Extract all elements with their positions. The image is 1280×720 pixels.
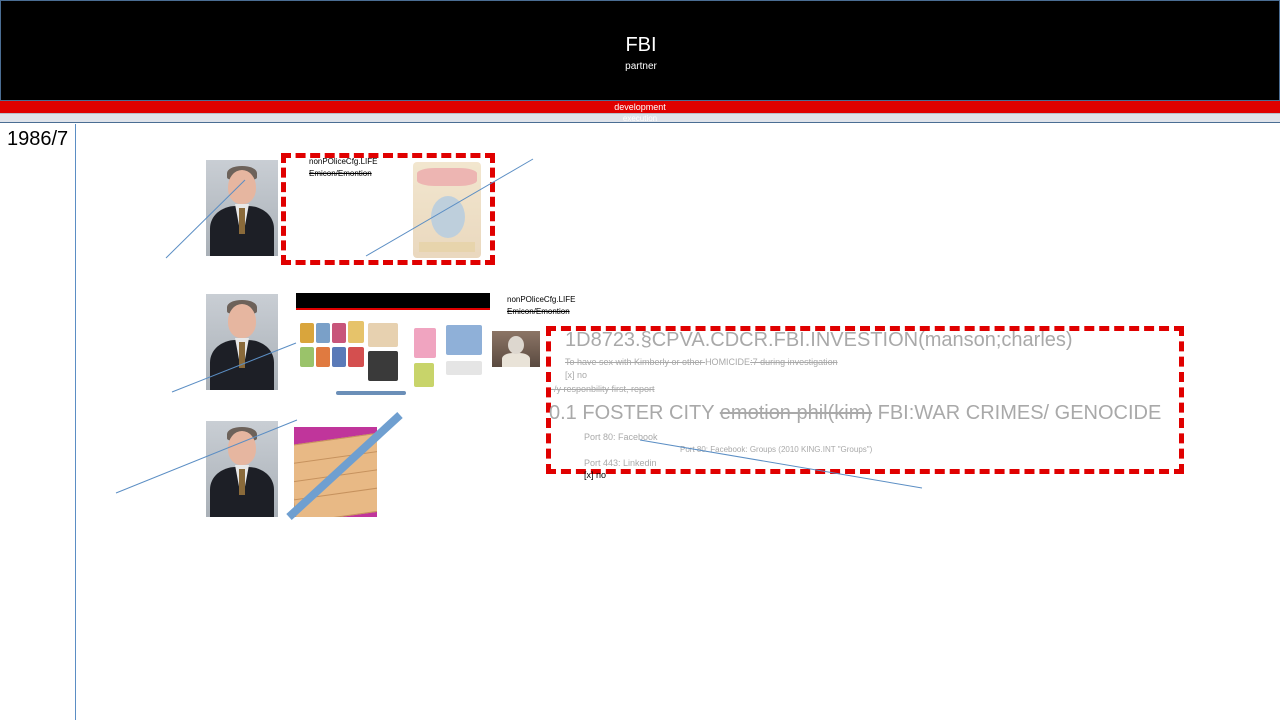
investigation-line-2: [x] no	[565, 370, 588, 380]
execution-bar: execution	[0, 113, 1280, 123]
heading-suffix: FBI:WAR CRIMES/ GENOCIDE	[872, 402, 1162, 424]
port-80-groups-text: Port 80: Facebook: Groups (2010 KING.INT…	[680, 445, 873, 454]
port-443-text: Port 443: Linkedin	[584, 458, 657, 468]
label-line-2: Emicon/Emontion	[507, 307, 570, 316]
port-80-text: Port 80: Facebook	[584, 432, 658, 442]
timeline-date: 1986/7	[7, 128, 69, 150]
label-line-1: nonPOliceCfg.LIFE	[507, 295, 576, 304]
investigation-box	[546, 326, 1184, 474]
collage-screenshot	[296, 293, 490, 401]
slash-mark	[286, 412, 403, 520]
heading-prefix: 0.1 FOSTER CITY	[549, 402, 720, 424]
struck-text: :7 during investigation	[750, 357, 838, 367]
investigation-line-1: To have sex with Kimberly or other HOMIC…	[565, 357, 838, 367]
investigation-line-3: -/y responbility first, report	[551, 384, 655, 394]
label-line-1: nonPOliceCfg.LIFE	[309, 157, 378, 166]
person-photo	[206, 294, 278, 390]
highlight-box	[281, 153, 495, 265]
heading-struck: emotion phil(kim)	[719, 402, 873, 424]
investigation-title: 1D8723.§CPVA.CDCR.FBI.INVESTION(manson;c…	[565, 329, 1073, 351]
foster-city-heading: 0.1 FOSTER CITY emotion phil(kim) FBI:WA…	[549, 402, 1161, 425]
timeline-line	[75, 124, 76, 720]
small-portrait-image	[492, 331, 540, 367]
header-banner: FBI partner	[0, 0, 1280, 101]
connector-line	[365, 158, 534, 257]
development-bar: development	[0, 101, 1280, 113]
life-config-label: nonPOliceCfg.LIFE Emicon/Emontion	[507, 294, 575, 318]
connector-line	[165, 179, 246, 259]
header-subtitle: partner	[625, 61, 657, 72]
connector-line	[639, 439, 923, 489]
struck-text: To have sex with Kimberly or other	[565, 357, 706, 367]
person-photo	[206, 421, 278, 517]
connector-line	[171, 342, 297, 393]
connector-line	[115, 419, 298, 494]
port-443-no-text: [x] no	[584, 470, 607, 480]
person-photo	[206, 160, 278, 256]
header-title: FBI	[625, 34, 657, 56]
trading-card-image	[413, 162, 481, 258]
life-config-label: nonPOliceCfg.LIFE Emicon/Emontion	[309, 156, 377, 180]
homicide-text: HOMICIDE	[705, 357, 751, 367]
label-line-2: Emicon/Emontion	[309, 169, 372, 178]
